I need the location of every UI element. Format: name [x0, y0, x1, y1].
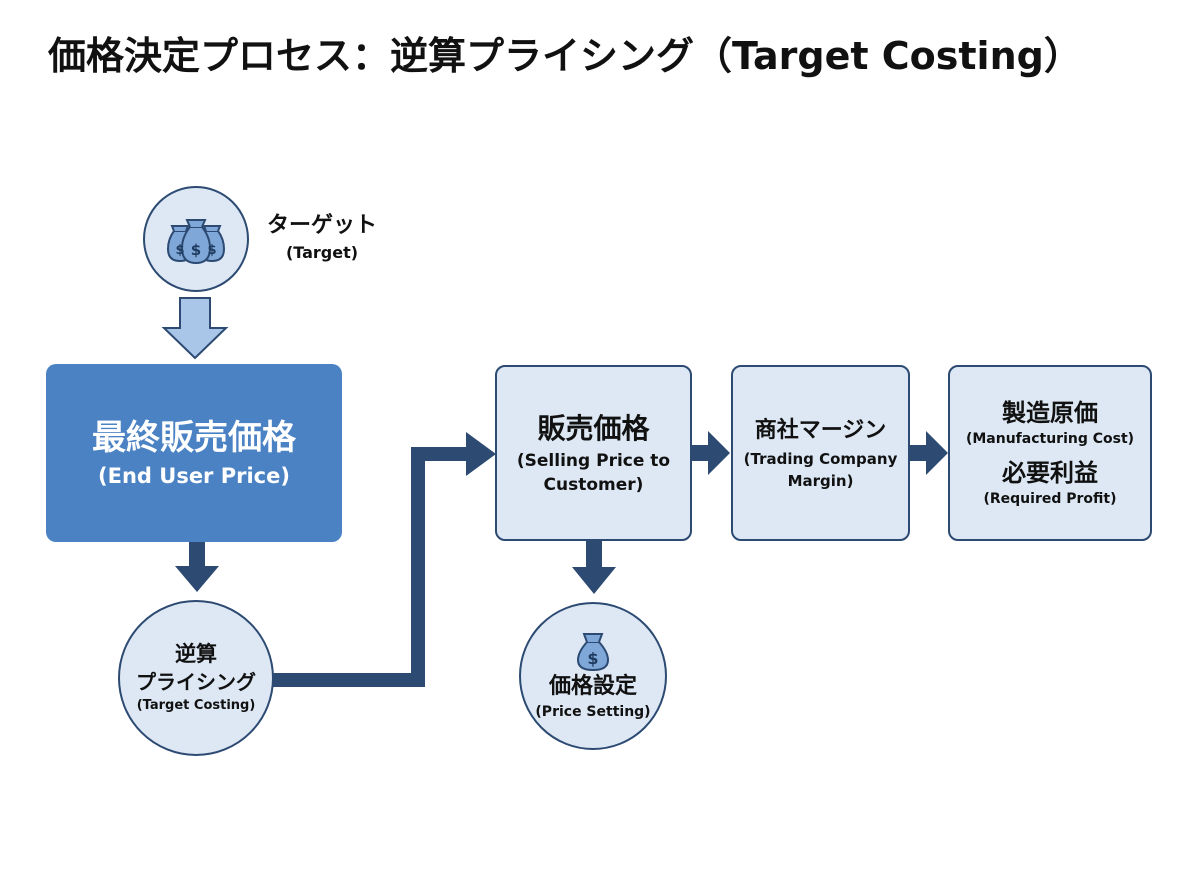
manufacturing-cost-en: (Manufacturing Cost) — [965, 431, 1135, 447]
selling-price-box: 販売価格 (Selling Price to Customer) — [495, 365, 692, 541]
arrow-end-user-to-reverse — [175, 542, 219, 592]
money-bag-icon: $ — [576, 633, 610, 672]
svg-text:$: $ — [191, 241, 201, 259]
arrow-selling-to-trading — [692, 431, 730, 475]
arrow-trading-to-manufacturing — [910, 431, 948, 475]
trading-margin-en1: (Trading Company — [743, 450, 898, 468]
target-label: ターゲット (Target) — [252, 210, 392, 264]
connector-arrowhead — [466, 432, 496, 476]
target-label-en: (Target) — [285, 243, 359, 262]
selling-price-jp: 販売価格 — [537, 412, 650, 445]
price-setting-en: (Price Setting) — [535, 704, 651, 720]
svg-text:$: $ — [587, 649, 598, 668]
end-user-price-box: 最終販売価格 (End User Price) — [46, 364, 342, 542]
price-setting-circle: $ 価格設定 (Price Setting) — [519, 602, 667, 750]
manufacturing-profit-box: 製造原価 (Manufacturing Cost) 必要利益 (Required… — [948, 365, 1152, 541]
reverse-pricing-circle: 逆算 プライシング (Target Costing) — [118, 600, 274, 756]
svg-text:$: $ — [175, 243, 184, 258]
selling-price-en2: Customer) — [543, 475, 644, 495]
trading-margin-box: 商社マージン (Trading Company Margin) — [731, 365, 910, 541]
page-title: 価格決定プロセス：逆算プライシング（Target Costing） — [48, 34, 1082, 78]
end-user-price-jp: 最終販売価格 — [92, 418, 296, 458]
reverse-pricing-en: (Target Costing) — [136, 698, 256, 713]
selling-price-en1: (Selling Price to — [516, 451, 671, 471]
reverse-pricing-jp2: プライシング — [136, 670, 256, 694]
reverse-pricing-jp1: 逆算 — [175, 642, 217, 666]
money-bags-icon: $ $ $ — [166, 219, 226, 265]
svg-text:$: $ — [207, 243, 216, 258]
required-profit-jp: 必要利益 — [1002, 459, 1098, 487]
connector-reverse-to-selling — [272, 447, 470, 687]
required-profit-en: (Required Profit) — [983, 491, 1117, 507]
price-setting-jp: 価格設定 — [548, 674, 637, 699]
trading-margin-en2: Margin) — [787, 472, 854, 490]
trading-margin-jp: 商社マージン — [754, 418, 887, 443]
manufacturing-cost-jp: 製造原価 — [1002, 399, 1098, 427]
end-user-price-en: (End User Price) — [98, 464, 290, 488]
arrow-selling-to-price-setting — [572, 541, 616, 594]
target-label-jp: ターゲット — [266, 213, 377, 238]
target-circle: $ $ $ — [143, 186, 249, 292]
arrow-target-to-end-user — [161, 297, 229, 360]
